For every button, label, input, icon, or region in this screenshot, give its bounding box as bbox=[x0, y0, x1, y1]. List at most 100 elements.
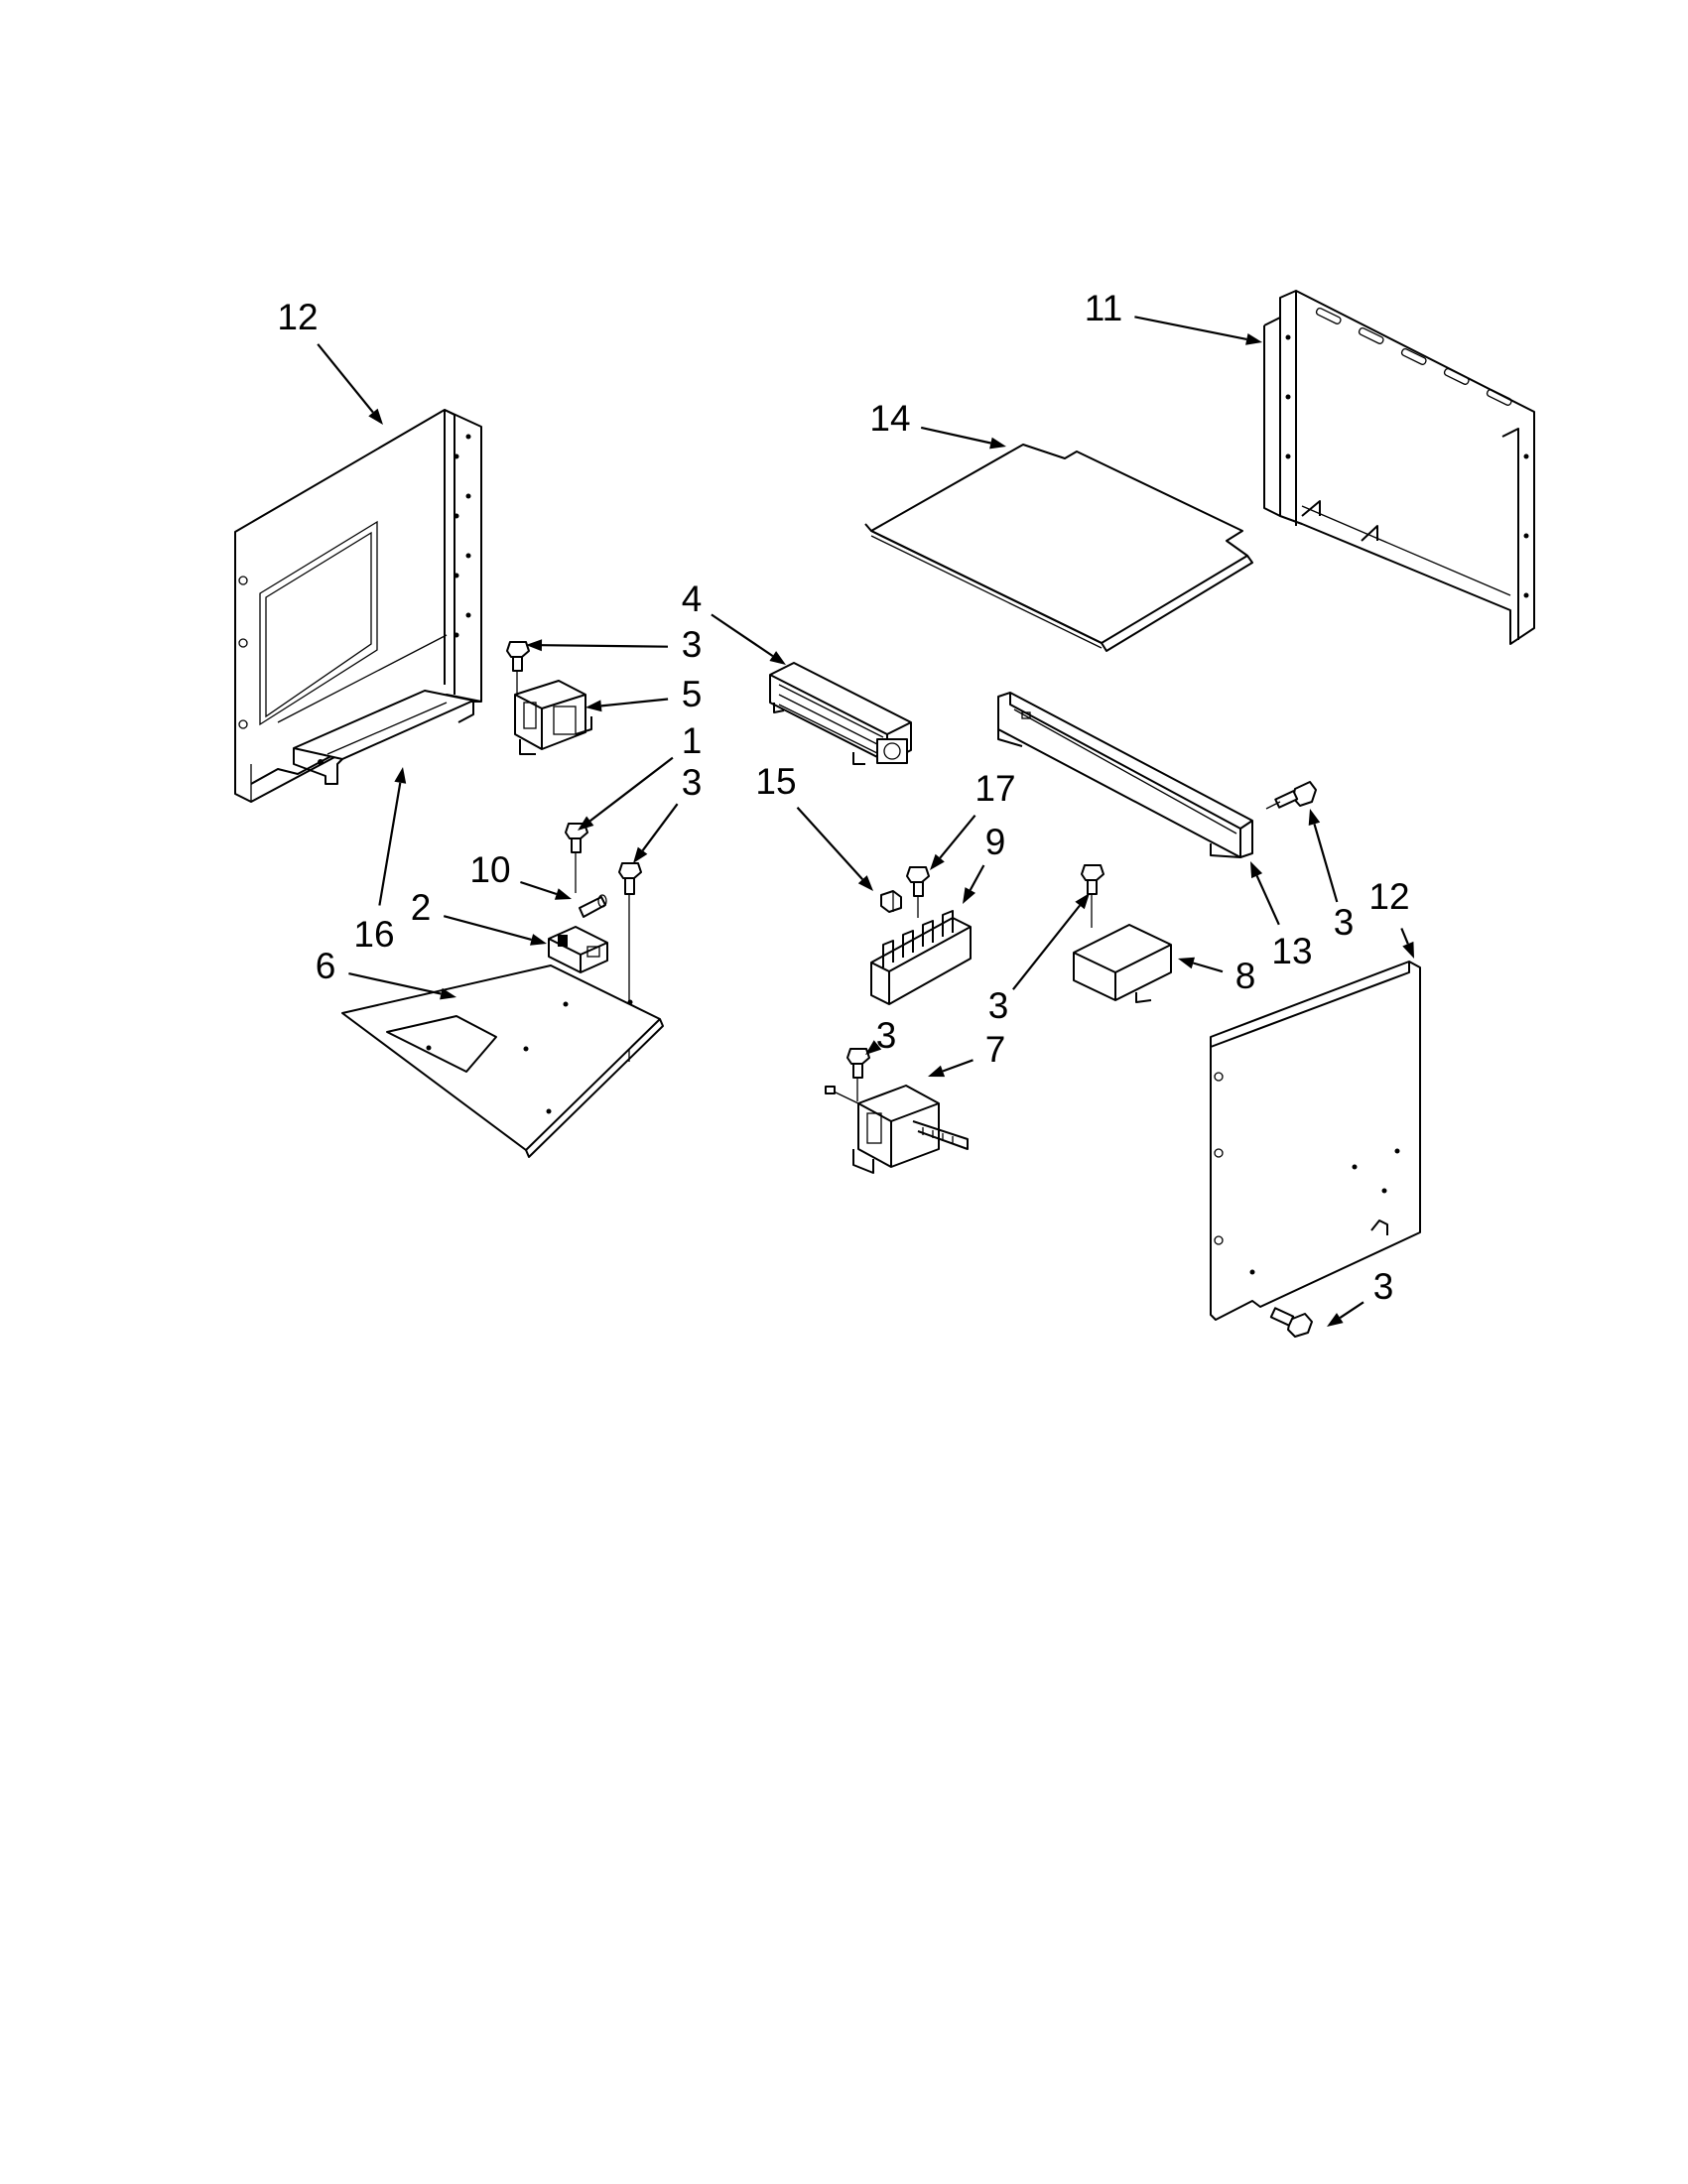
leader-line bbox=[1192, 962, 1224, 973]
fan-motor-4 bbox=[769, 662, 912, 765]
nut-15 bbox=[880, 890, 902, 913]
callout-c7: 7 bbox=[928, 1029, 1006, 1078]
arrowhead-icon bbox=[578, 816, 594, 831]
arrowhead-icon bbox=[1327, 1313, 1344, 1327]
callout-c11: 11 bbox=[1085, 288, 1262, 345]
part-number-label: 6 bbox=[316, 946, 336, 986]
screw-icon bbox=[565, 823, 588, 893]
arrowhead-icon bbox=[1075, 893, 1090, 910]
terminal-block-9 bbox=[870, 910, 972, 1005]
arrowhead-icon bbox=[585, 700, 602, 712]
arrowhead-icon bbox=[1250, 861, 1263, 879]
bracket-16 bbox=[293, 690, 474, 785]
callout-c2: 2 bbox=[411, 887, 547, 946]
screw-icon bbox=[1269, 1307, 1313, 1338]
leader-line bbox=[317, 343, 374, 414]
tray-6 bbox=[341, 964, 664, 1158]
leader-line bbox=[942, 1059, 974, 1073]
part-number-label: 2 bbox=[411, 887, 432, 928]
arrowhead-icon bbox=[368, 408, 383, 425]
screw-icon bbox=[906, 866, 930, 918]
callout-c9: 9 bbox=[963, 822, 1005, 904]
fuse-holder-2 bbox=[548, 926, 608, 973]
callout-c3e: 3 bbox=[865, 1015, 896, 1056]
callout-c8: 8 bbox=[1178, 956, 1255, 996]
leader-line bbox=[1012, 904, 1081, 990]
part-number-label: 11 bbox=[1085, 288, 1122, 328]
leader-line bbox=[641, 803, 679, 851]
leader-line bbox=[348, 972, 442, 995]
fuse-10 bbox=[579, 894, 607, 918]
callout-c14: 14 bbox=[869, 398, 1006, 450]
callout-c13: 13 bbox=[1250, 861, 1313, 971]
arrowhead-icon bbox=[930, 853, 945, 870]
part-number-label: 13 bbox=[1271, 931, 1312, 971]
screw-icon bbox=[846, 1048, 870, 1101]
arrowhead-icon bbox=[1245, 333, 1262, 345]
leader-line bbox=[920, 426, 991, 445]
leader-line bbox=[1400, 928, 1409, 945]
arrowhead-icon bbox=[928, 1065, 946, 1078]
rear-panel-11 bbox=[1263, 290, 1535, 645]
part-number-label: 12 bbox=[1368, 876, 1409, 917]
arrowhead-icon bbox=[633, 846, 648, 863]
leader-line bbox=[1313, 824, 1339, 903]
callout-c5: 5 bbox=[585, 674, 702, 714]
part-number-label: 3 bbox=[1334, 902, 1355, 943]
arrowhead-icon bbox=[989, 437, 1006, 450]
leader-line bbox=[589, 756, 674, 823]
leader-line bbox=[443, 915, 532, 941]
shelf-14 bbox=[864, 444, 1253, 652]
part-number-label: 3 bbox=[682, 624, 703, 665]
arrowhead-icon bbox=[1308, 809, 1321, 826]
arrowhead-icon bbox=[857, 875, 873, 891]
part-number-label: 12 bbox=[277, 297, 318, 337]
callout-c3a: 3 bbox=[526, 624, 702, 665]
arrowhead-icon bbox=[1178, 957, 1195, 969]
part-number-label: 1 bbox=[682, 720, 703, 761]
leader-line bbox=[1134, 316, 1247, 340]
leader-line bbox=[711, 613, 774, 658]
part-number-label: 4 bbox=[682, 578, 703, 619]
transformer-7 bbox=[825, 1085, 969, 1174]
part-number-label: 7 bbox=[985, 1029, 1006, 1070]
callout-c3b: 3 bbox=[633, 762, 702, 863]
arrowhead-icon bbox=[1402, 941, 1414, 959]
leader-line bbox=[939, 815, 976, 859]
leader-line bbox=[520, 880, 558, 896]
arrowhead-icon bbox=[530, 934, 547, 946]
part-number-label: 3 bbox=[876, 1015, 897, 1056]
callout-c4: 4 bbox=[682, 578, 786, 665]
part-number-label: 3 bbox=[1373, 1266, 1394, 1307]
callout-c12a: 12 bbox=[277, 297, 383, 425]
leader-line bbox=[796, 806, 864, 880]
transformer-5 bbox=[514, 680, 592, 755]
arrowhead-icon bbox=[769, 651, 786, 665]
leader-line bbox=[969, 864, 985, 891]
part-number-label: 9 bbox=[985, 822, 1006, 862]
callout-c15: 15 bbox=[755, 761, 873, 891]
module-8 bbox=[1073, 924, 1172, 1003]
callout-c3f: 3 bbox=[1327, 1266, 1393, 1327]
arrowhead-icon bbox=[440, 987, 456, 1000]
part-number-label: 8 bbox=[1235, 956, 1256, 996]
leader-line bbox=[541, 644, 669, 648]
callout-c3c: 3 bbox=[1308, 809, 1355, 943]
part-number-label: 3 bbox=[682, 762, 703, 803]
callout-c12b: 12 bbox=[1368, 876, 1414, 959]
part-number-label: 17 bbox=[974, 768, 1015, 809]
screw-icon bbox=[1081, 864, 1104, 928]
callout-c3d: 3 bbox=[988, 893, 1090, 1026]
arrowhead-icon bbox=[526, 639, 543, 652]
part-number-label: 10 bbox=[469, 849, 510, 890]
leader-line bbox=[600, 698, 669, 707]
side-panel-right bbox=[1210, 961, 1421, 1321]
arrowhead-icon bbox=[865, 1040, 882, 1055]
screw-icon bbox=[1265, 781, 1317, 810]
callout-c1: 1 bbox=[578, 720, 702, 831]
part-number-label: 3 bbox=[988, 985, 1009, 1026]
callout-c16: 16 bbox=[353, 767, 407, 955]
part-number-label: 14 bbox=[869, 398, 910, 439]
